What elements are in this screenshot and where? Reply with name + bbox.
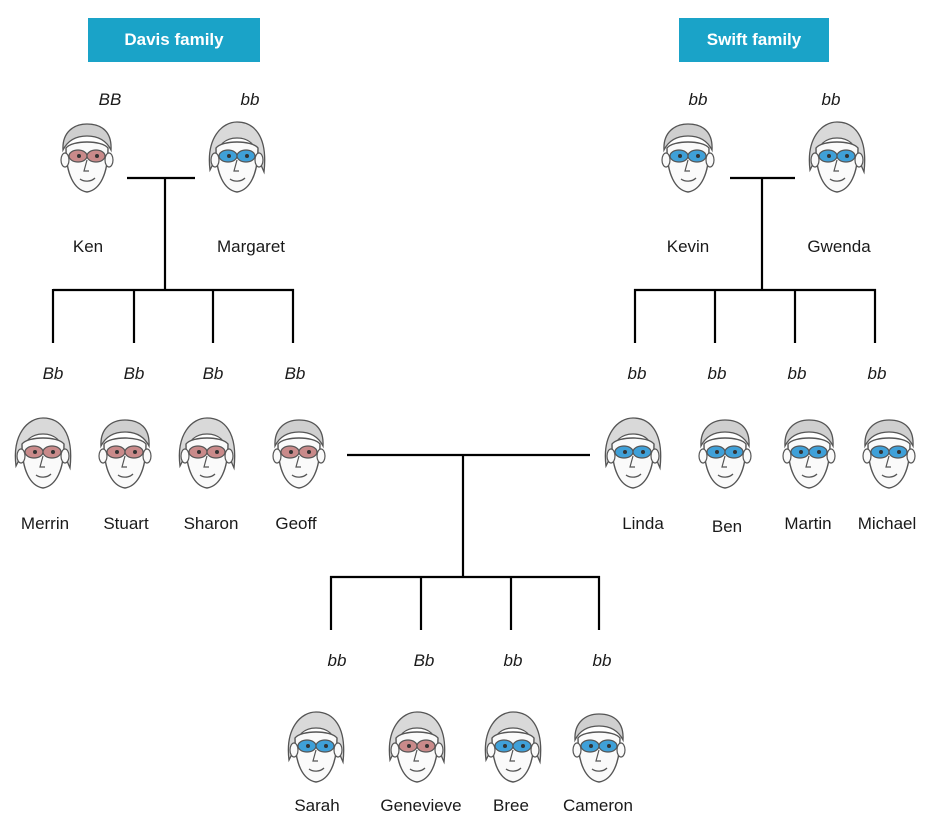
genotype-martin: bb [787, 364, 807, 383]
genotype-linda: bb [627, 364, 647, 383]
geoff-face-drawing [272, 419, 326, 489]
genotype-sarah: bb [327, 651, 347, 670]
michael-face-drawing [862, 419, 916, 489]
face-gwenda [804, 118, 870, 203]
face-ken [54, 118, 120, 203]
face-geoff [266, 414, 332, 499]
merrin-face-drawing [14, 417, 72, 489]
bree-face-drawing [484, 711, 542, 783]
genotype-ben: bb [707, 364, 727, 383]
name-geoff: Geoff [275, 514, 317, 533]
sharon-face-drawing [178, 417, 236, 489]
face-michael [856, 414, 922, 499]
face-kevin [655, 118, 721, 203]
genevieve-face-drawing [388, 711, 446, 783]
genotype-gwenda: bb [821, 90, 841, 109]
genotype-michael: bb [867, 364, 887, 383]
face-merrin [10, 414, 76, 499]
face-genevieve [384, 708, 450, 793]
genotype-merrin: Bb [42, 364, 64, 383]
sarah-face-drawing [287, 711, 345, 783]
name-margaret: Margaret [216, 237, 286, 256]
face-ben [692, 414, 758, 499]
face-sarah [283, 708, 349, 793]
stuart-face-drawing [98, 419, 152, 489]
name-ken: Ken [72, 237, 104, 256]
genotype-ken: BB [98, 90, 122, 109]
name-michael: Michael [857, 514, 917, 533]
genotype-geoff: Bb [284, 364, 306, 383]
genotype-bree: bb [503, 651, 523, 670]
genotype-cameron: bb [592, 651, 612, 670]
genotype-sharon: Bb [202, 364, 224, 383]
name-bree: Bree [493, 796, 529, 815]
face-linda [600, 414, 666, 499]
margaret-face-drawing [208, 121, 266, 193]
cameron-face-drawing [572, 713, 626, 783]
name-genevieve: Genevieve [380, 796, 462, 815]
gwenda-face-drawing [808, 121, 866, 193]
davis-family-label: Davis family [88, 18, 260, 62]
name-stuart: Stuart [103, 514, 149, 533]
name-linda: Linda [622, 514, 664, 533]
martin-face-drawing [782, 419, 836, 489]
face-margaret [204, 118, 270, 203]
face-cameron [566, 708, 632, 793]
face-stuart [92, 414, 158, 499]
name-martin: Martin [784, 514, 832, 533]
face-martin [776, 414, 842, 499]
name-ben: Ben [711, 517, 743, 536]
ben-face-drawing [698, 419, 752, 489]
genotype-stuart: Bb [123, 364, 145, 383]
genotype-margaret: bb [240, 90, 260, 109]
linda-face-drawing [604, 417, 662, 489]
name-gwenda: Gwenda [807, 237, 871, 256]
name-sarah: Sarah [294, 796, 340, 815]
name-kevin: Kevin [666, 237, 710, 256]
genotype-genevieve: Bb [413, 651, 435, 670]
name-merrin: Merrin [20, 514, 70, 533]
genotype-kevin: bb [688, 90, 708, 109]
swift-family-label: Swift family [679, 18, 829, 62]
ken-face-drawing [60, 123, 114, 193]
face-bree [480, 708, 546, 793]
kevin-face-drawing [661, 123, 715, 193]
name-sharon: Sharon [183, 514, 239, 533]
name-cameron: Cameron [563, 796, 633, 815]
face-sharon [174, 414, 240, 499]
